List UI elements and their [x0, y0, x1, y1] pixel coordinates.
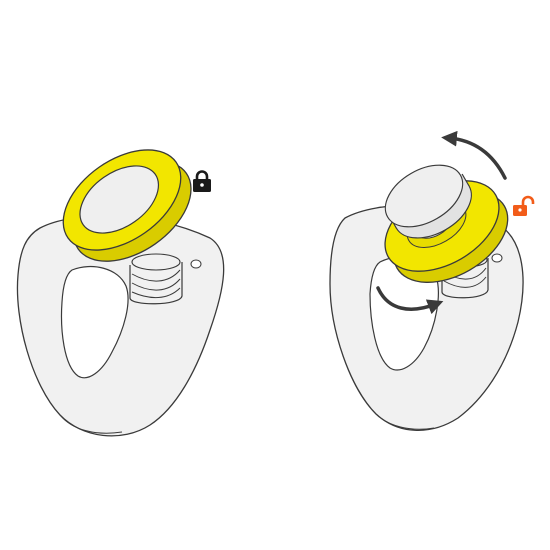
rotate-counterclockwise-arrow-icon [441, 130, 507, 180]
locked-hanger-assembly [16, 149, 225, 437]
hanger-hole-left [60, 265, 129, 379]
knob-cap-right [384, 164, 472, 239]
lock-closed-icon [193, 170, 211, 192]
lock-open-icon [513, 195, 535, 216]
twist-clockwise-arrow-icon [376, 286, 444, 315]
bolt-hole-right [491, 253, 503, 263]
spring-stem-left [129, 253, 183, 305]
yellow-knob-left [62, 149, 192, 262]
bolt-hole-left [190, 259, 202, 269]
knob-cap-left [79, 165, 160, 234]
unlocked-hanger-assembly [329, 164, 524, 431]
